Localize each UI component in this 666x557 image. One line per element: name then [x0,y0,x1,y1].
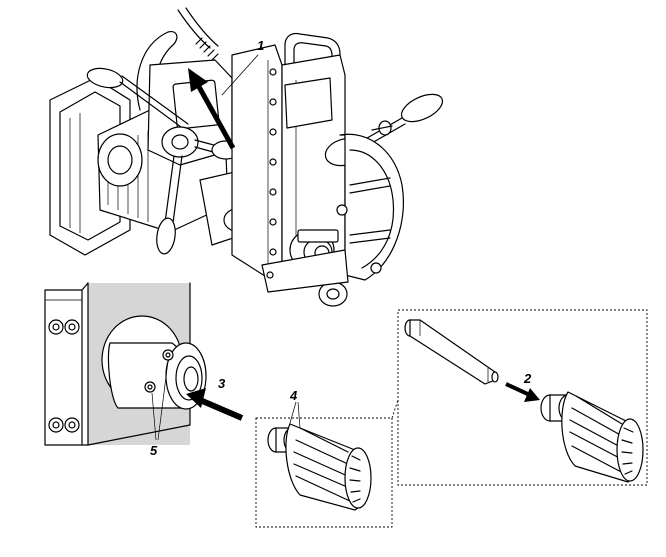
cutter-small [267,401,372,511]
callout-2-arrow [505,382,540,402]
detail-rail-bolts [48,319,80,433]
cutter-detail-frame [255,417,393,528]
callout-1-label: 1 [257,38,264,53]
detail-leader-line [391,399,399,419]
cable-spring [195,37,219,61]
callout-4-label: 4 [289,388,298,403]
rail-bolts [269,68,277,256]
pilot-detail-frame [397,309,648,486]
arbor-detail [44,282,244,446]
pilot-pin [404,319,499,385]
feed-handle-left [86,67,241,255]
callout-5-label: 5 [150,443,158,458]
cutter-large [540,391,644,483]
drilling-machine [49,7,444,307]
callout-3-label: 3 [218,376,226,391]
callout-1-arrow [188,54,259,150]
callout-2-label: 2 [523,371,532,386]
callout-3-arrow [186,388,244,421]
